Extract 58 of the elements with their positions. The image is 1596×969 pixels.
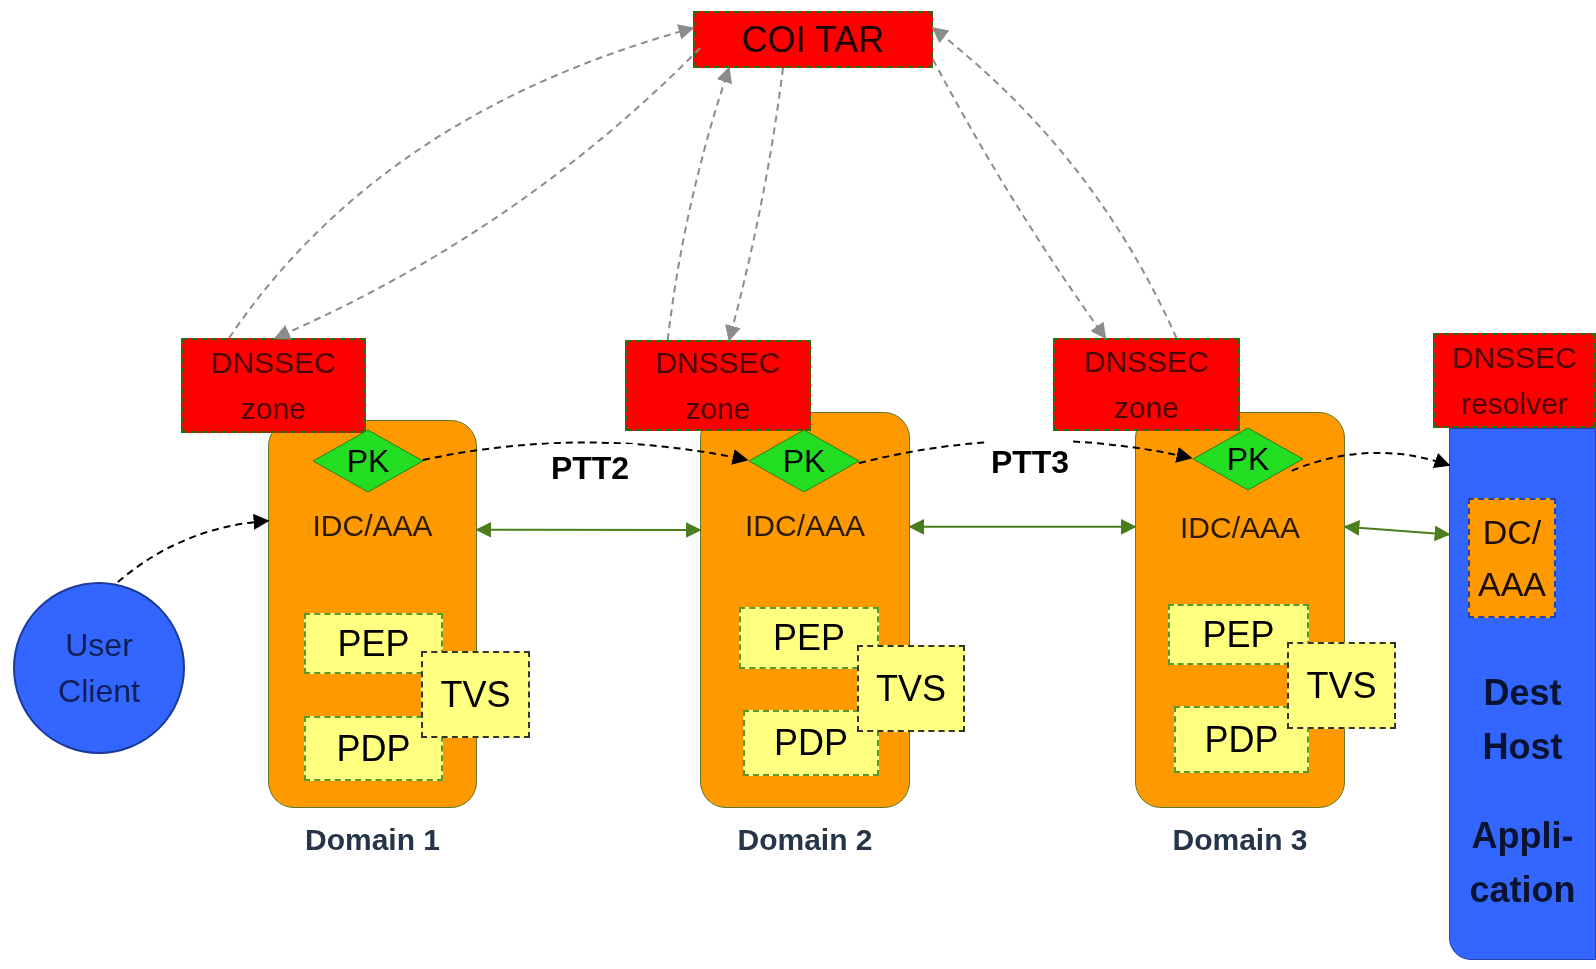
server-box <box>693 11 933 68</box>
component-box <box>739 607 879 669</box>
box-label: TVS <box>440 672 511 717</box>
box-label: IDC/AAA <box>1180 510 1300 546</box>
box-label: DNSSEC zone <box>210 344 337 427</box>
service-box <box>1468 498 1556 618</box>
panel-label: Dest Host <box>1481 671 1564 769</box>
box-label: DC/AAA <box>1476 512 1547 605</box>
connector-arrow <box>725 67 784 342</box>
box-label: PDP <box>336 726 411 771</box>
host-panel <box>1449 428 1596 960</box>
box-label: TVS <box>1306 663 1377 708</box>
box-label: IDC/AAA <box>312 508 433 544</box>
connector-arrow <box>116 514 270 583</box>
domain-caption: Domain 1 <box>305 822 440 858</box>
box-label: PK <box>782 442 826 481</box>
box-label: COI TAR <box>741 17 885 62</box>
key-diamond <box>748 429 860 493</box>
domain-caption: Domain 2 <box>737 822 873 858</box>
connector-arrow <box>1290 451 1451 472</box>
zone-box <box>1433 333 1596 428</box>
connector-arrow <box>666 66 733 341</box>
box-label: PEP <box>1202 612 1275 657</box>
component-box <box>743 710 879 776</box>
box-label: PK <box>346 442 390 481</box>
component-box <box>1287 642 1396 729</box>
component-box <box>1168 604 1309 665</box>
component-box <box>421 651 530 738</box>
box-label: PDP <box>1204 717 1279 762</box>
domain-caption: Domain 3 <box>1172 822 1308 858</box>
box-label: PEP <box>337 621 410 666</box>
connector-arrow <box>931 27 1178 339</box>
component-box <box>857 645 965 732</box>
box-label: PEP <box>772 616 845 660</box>
box-label: TVS <box>876 666 946 711</box>
key-diamond <box>312 429 424 493</box>
component-box <box>304 716 443 781</box>
zone-box <box>625 340 811 431</box>
connector-arrow <box>932 58 1107 340</box>
connector-arrow <box>422 441 749 466</box>
connector-arrow <box>273 47 702 340</box>
box-label: IDC/AAA <box>745 508 865 544</box>
box-label: User Client <box>57 626 141 711</box>
box-label: PK <box>1226 440 1270 479</box>
component-box <box>304 613 443 674</box>
zone-box <box>1053 338 1240 431</box>
key-diamond <box>1192 427 1304 491</box>
panel-label: Appli- cation <box>1468 814 1577 912</box>
zone-box <box>181 338 366 433</box>
box-label: PDP <box>774 721 848 765</box>
connector-arrow <box>908 518 1137 535</box>
connector-arrow <box>475 521 702 538</box>
box-label: DNSSEC zone <box>1083 343 1210 426</box>
connector-arrow <box>1343 519 1451 542</box>
component-box <box>1174 706 1309 773</box>
connector-arrow <box>228 24 695 339</box>
box-label: DNSSEC resolver <box>1451 339 1578 422</box>
box-label: DNSSEC zone <box>654 344 782 427</box>
